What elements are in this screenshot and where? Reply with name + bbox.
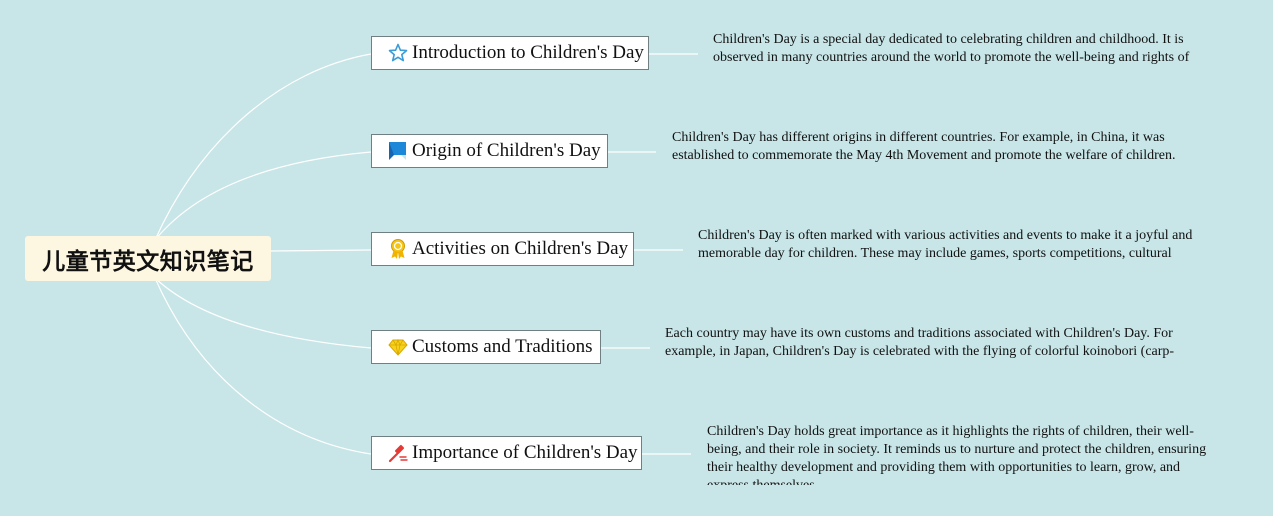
branch-label: Customs and Traditions — [412, 336, 593, 357]
flag-icon — [388, 140, 408, 162]
root-topic[interactable]: 儿童节英文知识笔记 — [25, 236, 271, 281]
branch-activities[interactable]: Activities on Children's Day — [371, 232, 634, 266]
note-introduction: Children's Day is a special day dedicate… — [713, 32, 1190, 65]
branch-introduction[interactable]: Introduction to Children's Day — [371, 36, 649, 70]
branch-origin[interactable]: Origin of Children's Day — [371, 134, 608, 168]
branch-label: Introduction to Children's Day — [412, 42, 644, 63]
note-activities: Children's Day is often marked with vari… — [698, 228, 1193, 261]
branch-importance[interactable]: Importance of Children's Day — [371, 436, 642, 470]
branch-label: Activities on Children's Day — [412, 238, 629, 259]
branch-customs[interactable]: Customs and Traditions — [371, 330, 601, 364]
branch-label: Importance of Children's Day — [412, 442, 638, 463]
note-customs: Each country may have its own customs an… — [665, 326, 1175, 359]
note-importance: Children's Day holds great importance as… — [707, 424, 1207, 485]
star-icon — [388, 42, 408, 64]
branch-label: Origin of Children's Day — [412, 140, 601, 161]
diamond-icon — [388, 336, 408, 358]
note-origin: Children's Day has different origins in … — [672, 130, 1176, 163]
gavel-icon — [388, 442, 408, 464]
award-ribbon-icon — [388, 238, 408, 260]
